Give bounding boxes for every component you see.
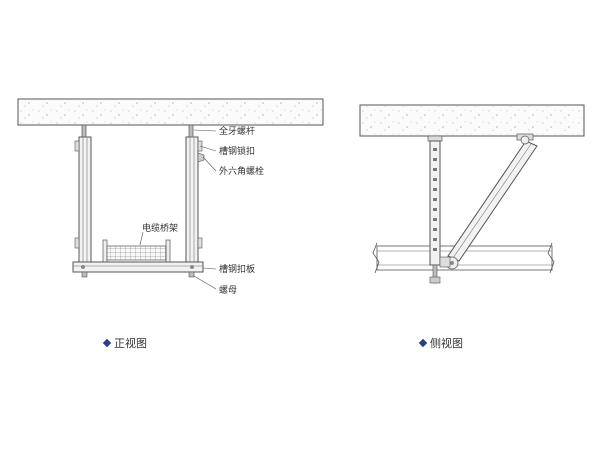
- right-hex-bolt: [197, 152, 205, 163]
- front-ceiling-texture: [19, 100, 322, 124]
- front-view: 全牙螺杆 槽钢锁扣 外六角螺栓 电缆桥架 槽钢扣板 螺母 正视图: [17, 98, 324, 350]
- front-caption-bullet-icon: [102, 338, 112, 348]
- right-lower-clip: [197, 237, 203, 249]
- side-view: 侧视图: [359, 104, 585, 350]
- left-lower-clip: [74, 237, 80, 249]
- side-upright-slots: [433, 148, 437, 251]
- right-bolt-head: [190, 265, 194, 269]
- base-channel-assembly: [72, 261, 204, 278]
- channel-lock-clips: [74, 140, 205, 249]
- brace-top-hinge: [520, 135, 530, 145]
- label-threaded-rod: 全牙螺杆: [219, 125, 255, 137]
- brace-bottom-pin: [450, 261, 454, 265]
- cable-tray: [102, 239, 171, 263]
- label-hex-bolt: 外六角螺栓: [219, 165, 264, 177]
- right-threaded-rod: [188, 124, 194, 138]
- brace-inner-line: [452, 143, 532, 259]
- right-channel-upright: [185, 136, 199, 263]
- tray-left-side: [102, 239, 108, 263]
- tray-mesh-body: [106, 245, 167, 261]
- side-top-plate: [427, 135, 443, 142]
- channel-plate: [72, 261, 204, 273]
- brace-connector-plate: [439, 256, 451, 268]
- tray-right-break-mark: [547, 242, 555, 274]
- side-vertical-hanger: [427, 135, 443, 284]
- leader-hex-bolt: [202, 156, 217, 172]
- label-nut: 螺母: [219, 285, 237, 296]
- leader-threaded-rod: [193, 129, 217, 132]
- leader-nut: [193, 275, 217, 290]
- left-hanger: [78, 124, 92, 263]
- label-channel-lock: 槽钢锁扣: [219, 145, 255, 157]
- right-nut: [188, 271, 195, 278]
- side-caption-bullet-icon: [418, 338, 428, 348]
- leader-cable-tray: [139, 231, 144, 246]
- side-view-caption: 侧视图: [430, 336, 463, 350]
- left-threaded-rod: [81, 124, 87, 138]
- leader-channel-lock: [199, 145, 217, 152]
- left-channel-upright: [78, 136, 92, 263]
- label-cable-tray: 电缆桥架: [142, 222, 178, 234]
- front-leader-lines: [139, 129, 217, 290]
- tray-right-side: [165, 239, 171, 263]
- label-channel-plate: 槽钢扣板: [219, 263, 255, 275]
- left-nut: [81, 271, 88, 278]
- tray-left-break-mark: [372, 242, 380, 274]
- left-upper-clip: [74, 140, 80, 152]
- right-hanger: [185, 124, 199, 263]
- front-view-caption: 正视图: [114, 336, 147, 350]
- side-diagonal-brace: [439, 133, 538, 270]
- side-cable-tray: [372, 242, 555, 274]
- leader-channel-plate: [202, 267, 217, 270]
- left-bolt-head: [81, 265, 85, 269]
- side-nut: [429, 276, 441, 284]
- side-ceiling-texture: [361, 106, 583, 135]
- brace-channel: [447, 140, 538, 262]
